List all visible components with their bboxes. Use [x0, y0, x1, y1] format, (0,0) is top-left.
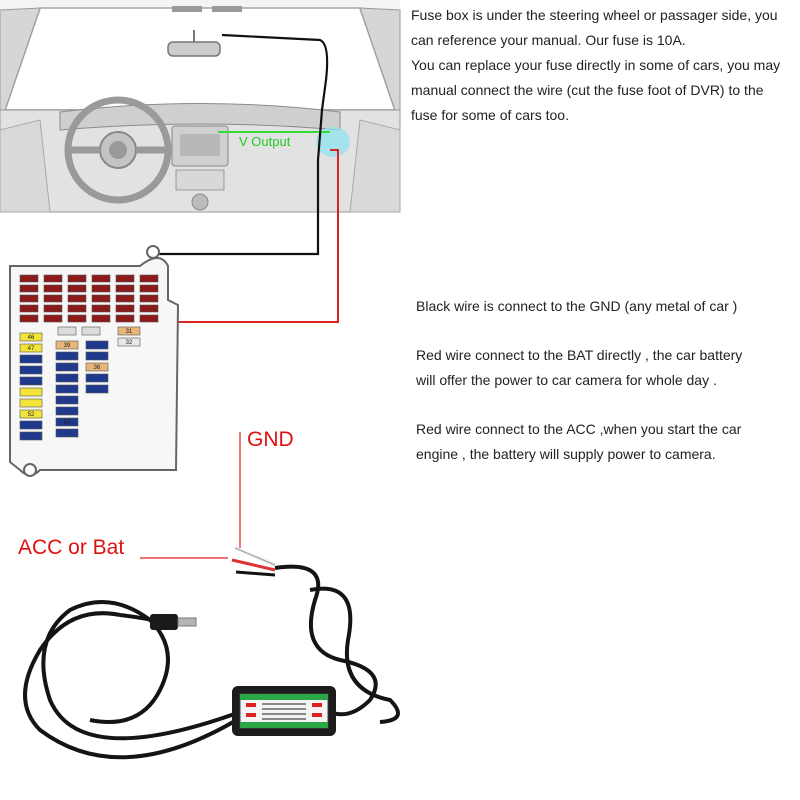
fuse-slot-red [67, 304, 87, 313]
fuse-slot-31 [117, 326, 141, 336]
fuse-slot-mid [55, 417, 79, 427]
fuse-number: 36 [94, 365, 101, 371]
fuse-slot-red [67, 274, 87, 283]
note-line: Fuse box is under the steering wheel or … [411, 7, 778, 23]
fuse-slot-red [91, 294, 111, 303]
fuse-slot-red [91, 304, 111, 313]
red-bat-note-2: will offer the power to car camera for w… [416, 372, 717, 388]
red-wire-top [150, 149, 339, 323]
fuse-slot-left [19, 431, 43, 441]
fuse-slot-32 [117, 337, 141, 347]
fuse-slot-red [67, 284, 87, 293]
fuse-slot-red [139, 274, 159, 283]
fuse-slot-mid2 [85, 340, 109, 350]
note-line: can reference your manual. Our fuse is 1… [411, 32, 686, 48]
fuse-slot-red [19, 304, 39, 313]
fuse-slot-red [43, 274, 63, 283]
fuse-slot-red [115, 304, 135, 313]
fuse-slot-left [19, 365, 43, 375]
fuse-slot-red [67, 314, 87, 323]
fuse-slot-mid2 [85, 362, 109, 372]
fuse-slot-39 [55, 340, 79, 350]
fuse-slot-red [139, 314, 159, 323]
fuse-box: 31 32 46 47 52 39 53 36 [9, 245, 180, 477]
fuse-number: 47 [28, 346, 35, 352]
note-line: manual connect the wire (cut the fuse fo… [411, 82, 764, 98]
fuse-slot-red [43, 294, 63, 303]
fuse-number: 31 [126, 329, 133, 335]
red-bat-note-1: Red wire connect to the BAT directly , t… [416, 347, 743, 363]
fuse-slot [57, 326, 77, 336]
fuse-slot-mid [55, 406, 79, 416]
fuse-slot [81, 326, 101, 336]
fuse-slot-left [19, 398, 43, 408]
wire-notes: Black wire is connect to the GND (any me… [416, 294, 786, 467]
fuse-slot-red [19, 284, 39, 293]
fuse-slot-red [115, 314, 135, 323]
fuse-slot-mid2 [85, 351, 109, 361]
fuse-slot-red [19, 294, 39, 303]
fuse-slot-red [91, 314, 111, 323]
acc-or-bat-label: ACC or Bat [18, 536, 125, 559]
v-output-label: V Output [239, 134, 291, 149]
note-line: You can replace your fuse directly in so… [411, 57, 781, 73]
fuse-slot-red [91, 284, 111, 293]
fuse-slot-mid [55, 384, 79, 394]
fuse-slot-mid [55, 373, 79, 383]
fuse-slot-mid2 [85, 373, 109, 383]
fuse-slot-red [91, 274, 111, 283]
fuse-slot-mid [55, 351, 79, 361]
fuse-slot-red [43, 304, 63, 313]
car-interior-photo [0, 0, 401, 213]
red-acc-note-2: engine , the battery will supply power t… [416, 446, 716, 462]
fuse-number: 52 [28, 412, 35, 418]
fuse-slot-left [19, 409, 43, 419]
fuse-slot-left [19, 332, 43, 342]
fuse-slot-mid [55, 362, 79, 372]
fuse-number: 53 [64, 420, 71, 426]
fuse-number: 39 [64, 343, 71, 349]
fuse-slot-mid [55, 428, 79, 438]
fuse-slot-red [43, 314, 63, 323]
fuse-number: 32 [126, 340, 133, 346]
fuse-slot-mid2 [85, 384, 109, 394]
fuse-slot-red [43, 284, 63, 293]
fuse-box-notes: Fuse box is under the steering wheel or … [411, 3, 797, 128]
fuse-slot-left [19, 343, 43, 353]
fuse-number: 46 [28, 335, 35, 341]
fuse-slot-red [115, 274, 135, 283]
fuse-slot-red [139, 284, 159, 293]
black-wire-note: Black wire is connect to the GND (any me… [416, 298, 738, 314]
fuse-slot-mid [55, 395, 79, 405]
note-line: fuse for some of cars too. [411, 107, 569, 123]
fuse-slot-red [115, 284, 135, 293]
fuse-slot-red [139, 294, 159, 303]
black-wire-top [152, 33, 329, 256]
fuse-slot-left [19, 376, 43, 386]
gnd-label: GND [247, 428, 294, 451]
fuse-slot-red [19, 314, 39, 323]
fuse-slot-left [19, 354, 43, 364]
fuse-slot-left [19, 387, 43, 397]
fuse-slot-red [19, 274, 39, 283]
red-acc-note-1: Red wire connect to the ACC ,when you st… [416, 421, 742, 437]
dvr-hardwire-cable [23, 546, 400, 760]
fuse-slot-left [19, 420, 43, 430]
fuse-slot-red [115, 294, 135, 303]
fuse-slot-red [67, 294, 87, 303]
fuse-slot-red [139, 304, 159, 313]
